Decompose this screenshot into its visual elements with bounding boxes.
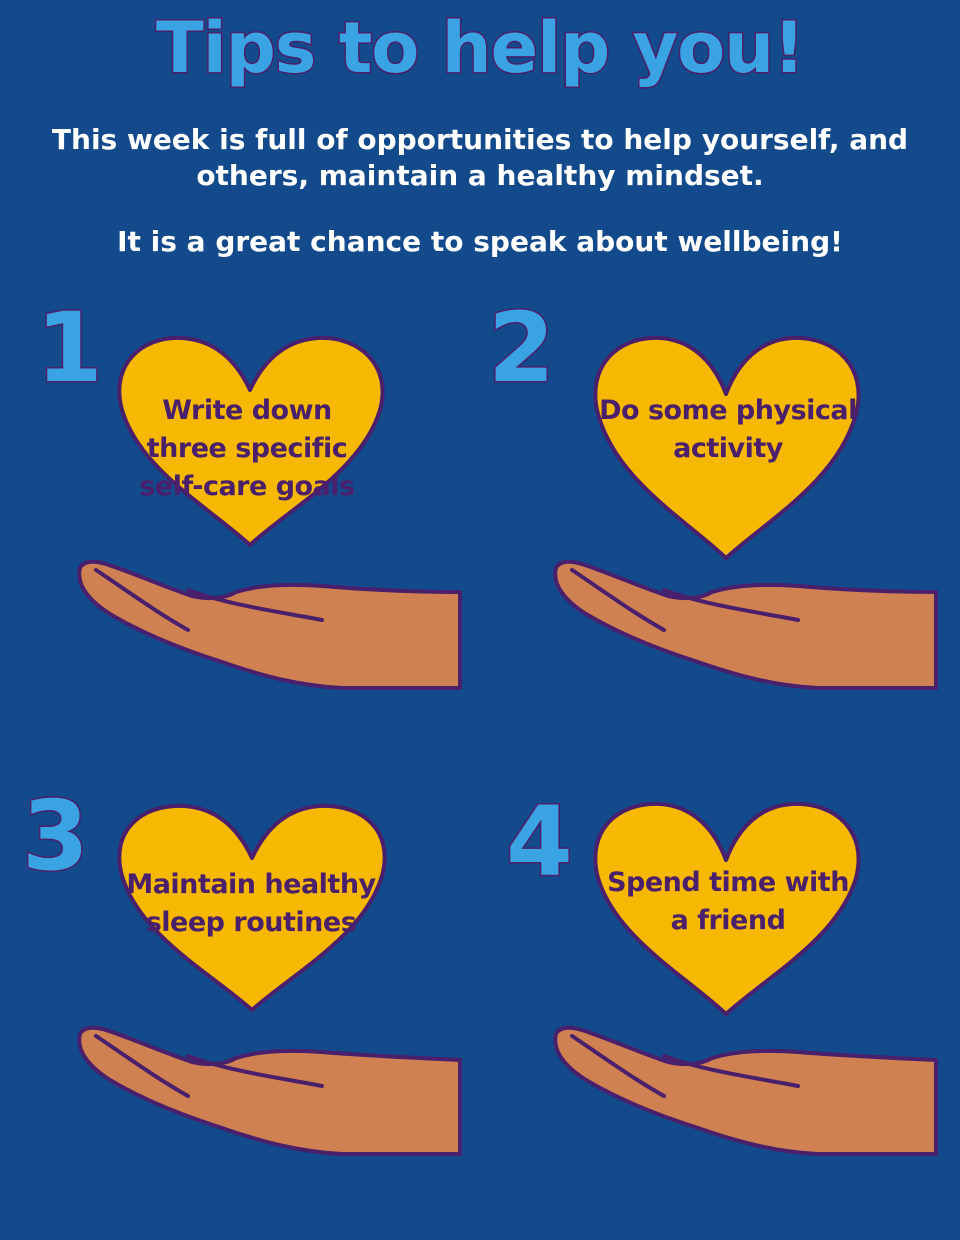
tip-3-illustration xyxy=(77,803,462,1156)
open-hand-icon xyxy=(553,1025,938,1156)
tip-2-illustration xyxy=(553,335,938,690)
tip-text: Write down three specific self-care goal… xyxy=(139,395,355,502)
open-hand-icon xyxy=(553,559,938,690)
heart-icon xyxy=(593,801,861,1016)
heart-icon xyxy=(117,803,387,1012)
intro-text: This week is full of opportunities to he… xyxy=(51,123,909,193)
tip-4-illustration xyxy=(553,801,938,1156)
tip-number: 2 xyxy=(487,292,557,404)
tip-1-illustration xyxy=(77,335,462,690)
poster-title: Tips to help you! xyxy=(154,7,806,89)
tip-card-1: 1 Write down three specific self-care go… xyxy=(0,292,480,770)
tip-number: 4 xyxy=(505,786,575,898)
heart-icon xyxy=(117,335,385,547)
tip-text: Spend time with a friend xyxy=(607,867,849,936)
tip-number: 1 xyxy=(35,292,105,404)
open-hand-icon xyxy=(77,559,462,690)
tip-text: Maintain healthy sleep routines xyxy=(126,869,376,938)
tip-card-2: 2 Do some physical activity xyxy=(480,292,960,770)
intro-text-secondary: It is a great chance to speak about well… xyxy=(117,225,843,258)
open-hand-icon xyxy=(77,1025,462,1156)
wellbeing-poster: Tips to help you! This week is full of o… xyxy=(0,7,960,1156)
tip-card-4: 4 Spend time with a friend xyxy=(480,770,960,1240)
tip-card-3: 3 Maintain healthy sleep routines xyxy=(0,770,480,1240)
tip-number: 3 xyxy=(21,780,91,892)
heart-icon xyxy=(593,335,861,560)
tip-text: Do some physical activity xyxy=(599,395,857,464)
